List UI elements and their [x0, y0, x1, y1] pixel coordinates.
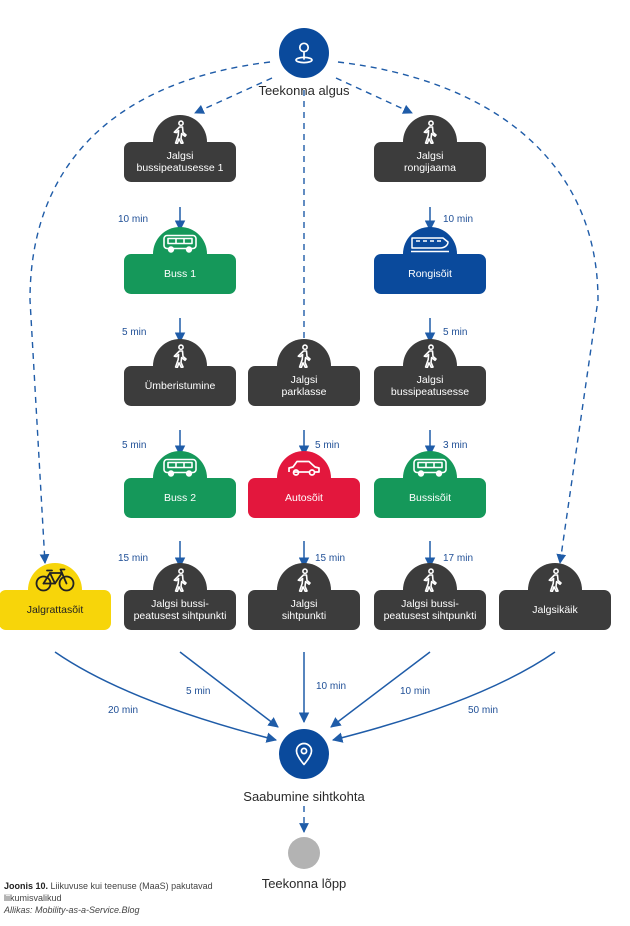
arrow-right-final — [330, 651, 431, 728]
duration-label: 17 min — [443, 553, 473, 564]
dashed-line-to-bus-route — [194, 77, 273, 114]
caption-text: Liikuvuse kui teenuse (MaaS) pakutavad l… — [4, 881, 213, 903]
dashed-branch-lines — [29, 61, 599, 833]
node-label-line: Autosõit — [285, 492, 323, 504]
node-car: Autosõit — [248, 451, 360, 518]
dashed-line-to-bike — [29, 61, 271, 564]
node-label-line: Jalgsi bussi- — [401, 598, 459, 610]
arrival-point: Saabumine sihtkohta — [243, 729, 365, 804]
node-label-line: Ümberistumine — [145, 380, 216, 392]
node-label-line: Jalgsi — [291, 598, 318, 610]
node-bus-1: Buss 1 — [124, 227, 236, 294]
node-train: Rongisõit — [374, 227, 486, 294]
figure-caption: Joonis 10. Liikuvuse kui teenuse (MaaS) … — [4, 880, 244, 916]
caption-label: Joonis 10. — [4, 881, 49, 891]
node-label-line: Jalgsi — [167, 150, 194, 162]
node-label-line: Rongisõit — [408, 268, 452, 280]
duration-label: 5 min — [122, 440, 146, 451]
node-label-line: Jalgsi bussi- — [151, 598, 209, 610]
node-label-line: Jalgsikäik — [532, 604, 578, 616]
node-walking: Jalgsikäik — [499, 563, 611, 630]
node-label-line: bussipeatusesse — [391, 386, 469, 398]
node-label-line: parklasse — [282, 386, 327, 398]
dashed-line-to-walking — [337, 61, 599, 564]
node-label-line: peatusest sihtpunkti — [134, 610, 227, 622]
node-walk-bus-dest-left: Jalgsi bussi-peatusest sihtpunkti — [124, 563, 236, 630]
node-label-line: Jalgrattasõit — [27, 604, 84, 616]
arrow-walking-final — [331, 651, 556, 743]
dashed-line-to-train-route — [335, 77, 413, 114]
node-label-line: rongijaama — [404, 162, 456, 174]
duration-label: 50 min — [468, 705, 498, 716]
solid-arrows — [54, 207, 556, 743]
duration-label: 5 min — [122, 327, 146, 338]
duration-label: 5 min — [443, 327, 467, 338]
start-label: Teekonna algus — [258, 83, 350, 98]
duration-label: 5 min — [315, 440, 339, 451]
node-label-line: Buss 1 — [164, 268, 196, 280]
duration-label: 10 min — [443, 214, 473, 225]
caption-source: Allikas: Mobility-as-a-Service.Blog — [4, 905, 140, 915]
node-bus-ride: Bussisõit — [374, 451, 486, 518]
duration-label: 15 min — [118, 553, 148, 564]
duration-labels: 10 min 5 min 5 min 15 min 5 min 15 min 1… — [108, 214, 498, 716]
arrival-label: Saabumine sihtkohta — [243, 789, 365, 804]
start-point: Teekonna algus — [258, 28, 350, 98]
node-label-line: sihtpunkti — [282, 610, 326, 622]
duration-label: 10 min — [316, 681, 346, 692]
node-label-line: Jalgsi — [291, 374, 318, 386]
duration-label: 3 min — [443, 440, 467, 451]
end-label: Teekonna lõpp — [262, 876, 347, 891]
node-label-line: peatusest sihtpunkti — [384, 610, 477, 622]
node-bus-2: Buss 2 — [124, 451, 236, 518]
arrow-bike-final — [54, 651, 278, 743]
duration-label: 15 min — [315, 553, 345, 564]
duration-label: 10 min — [118, 214, 148, 225]
duration-label: 5 min — [186, 686, 210, 697]
arrow-left-final — [179, 651, 279, 728]
node-label-line: bussipeatusesse 1 — [137, 162, 224, 174]
end-point: Teekonna lõpp — [262, 837, 347, 891]
node-label-line: Jalgsi — [417, 374, 444, 386]
duration-label: 20 min — [108, 705, 138, 716]
node-label-line: Jalgsi — [417, 150, 444, 162]
node-label-line: Bussisõit — [409, 492, 451, 504]
node-transfer: Ümberistumine — [124, 339, 236, 406]
node-label-line: Buss 2 — [164, 492, 196, 504]
duration-label: 10 min — [400, 686, 430, 697]
node-bike: Jalgrattasõit — [0, 563, 111, 630]
node-walk-bus-dest-right: Jalgsi bussi-peatusest sihtpunkti — [374, 563, 486, 630]
